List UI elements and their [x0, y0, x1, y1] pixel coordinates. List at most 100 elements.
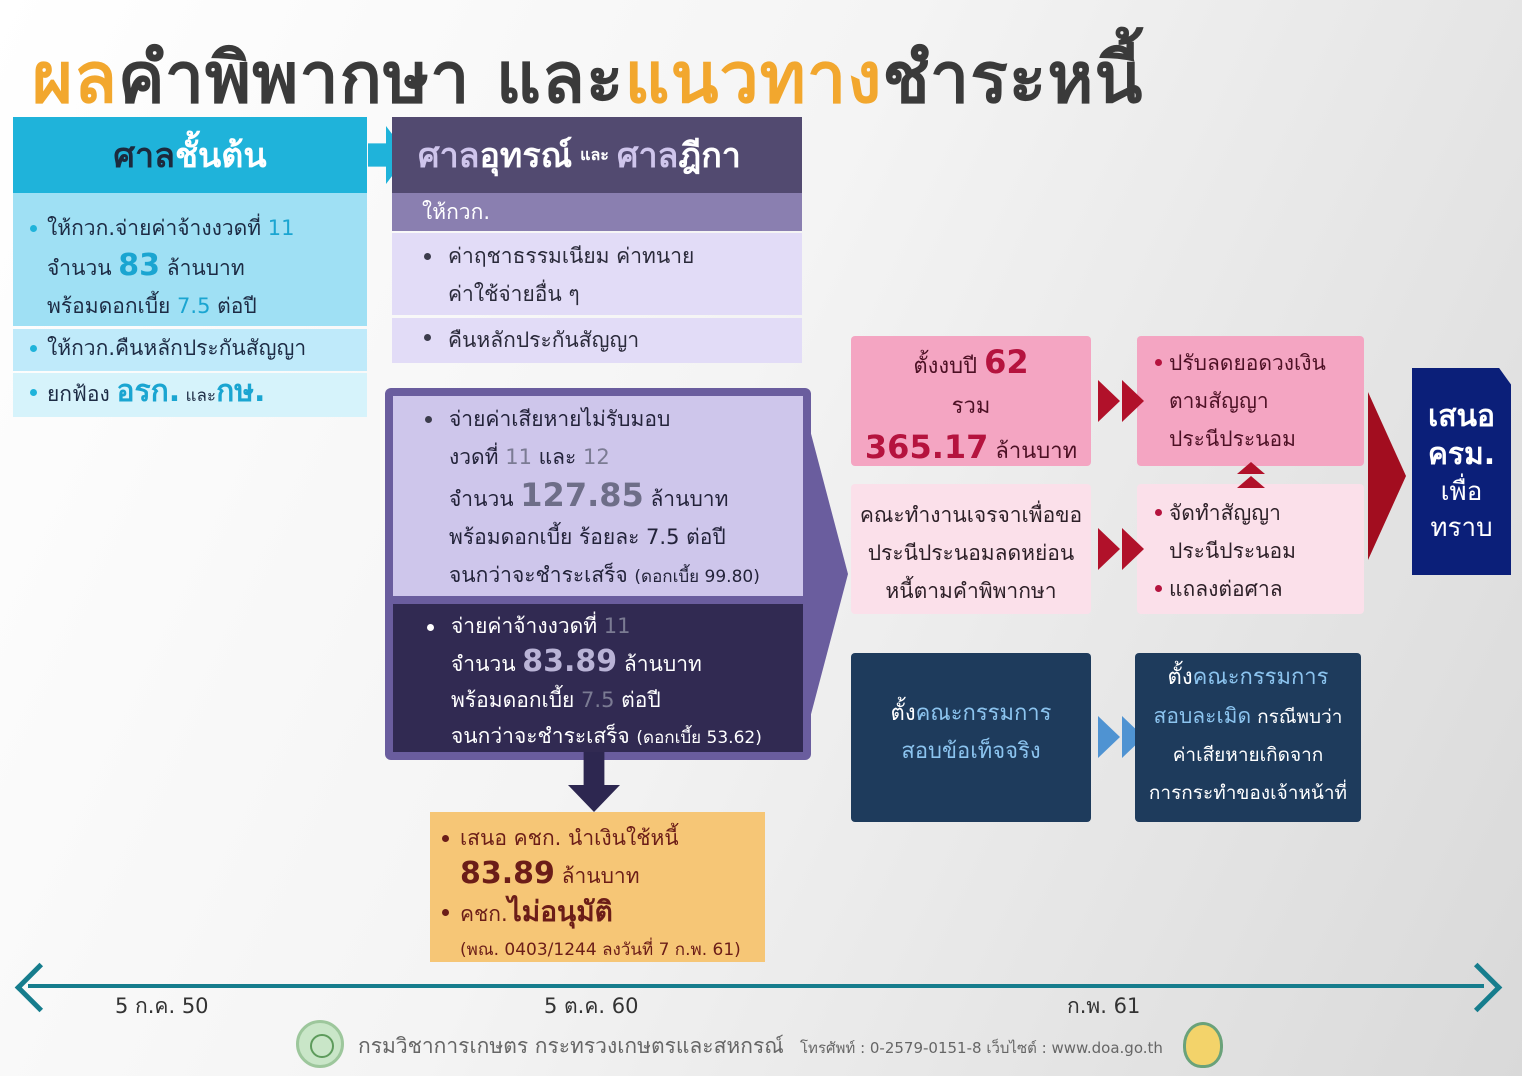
wages-box: จ่ายค่าจ้างงวดที่ 11 จำนวน 83.89 ล้านบาท…: [393, 604, 803, 752]
text: กษ.: [216, 374, 266, 409]
budget-box: ตั้งงบปี 62 รวม 365.17 ล้านบาท: [851, 336, 1091, 466]
text: ไม่อนุมัติ: [507, 895, 613, 928]
chevron-right-icon: [1098, 380, 1120, 422]
text: ประนีประนอมลดหย่อน: [867, 541, 1075, 565]
lower-court-item-3: ยกฟ้อง อรก. และกษ.: [13, 373, 367, 417]
title-part1: ผล: [32, 37, 118, 119]
text: กรณีพบว่า: [1251, 706, 1343, 728]
title-part4: ชำระหนี้: [882, 37, 1144, 119]
text: ค่าฤชาธรรมเนียม ค่าทนาย: [424, 237, 802, 275]
text: และ: [580, 144, 609, 164]
timeline-line: [28, 984, 1484, 988]
timeline-date-2: 5 ต.ค. 60: [544, 994, 639, 1018]
text: อรก.: [116, 374, 181, 409]
text: ต่อปี: [614, 688, 661, 712]
chevron-right-icon: [1098, 528, 1120, 570]
text: 7.5: [581, 688, 615, 712]
text: และ: [531, 445, 583, 469]
text: ศาล: [418, 136, 480, 176]
appeal-court-subheader: ให้กวก.: [392, 193, 802, 231]
text: จนกว่าจะชำระเสร็จ: [449, 563, 635, 587]
text: ให้กวก.จ่ายค่าจ้างงวดที่: [47, 216, 268, 240]
text: จนกว่าจะชำระเสร็จ: [451, 724, 637, 748]
appeal-court-item-2: คืนหลักประกันสัญญา: [392, 318, 802, 363]
text: (ดอกเบี้ย 99.80): [634, 567, 760, 587]
amount: 83.89: [460, 856, 555, 891]
lower-court-item-2: ให้กวก.คืนหลักประกันสัญญา: [13, 329, 367, 371]
lower-court-item-1: ให้กวก.จ่ายค่าจ้างงวดที่ 11 จำนวน 83 ล้า…: [13, 193, 367, 326]
timeline-date-3: ก.พ. 61: [1067, 994, 1141, 1018]
text: ค่าเสียหายเกิดจาก: [1172, 744, 1324, 766]
lower-court-header: ศาลชั้นต้น: [13, 117, 367, 193]
text: จ่ายค่าจ้างงวดที่: [451, 614, 604, 638]
text: ให้กวก.คืนหลักประกันสัญญา: [30, 329, 367, 367]
text: ศาล: [616, 136, 679, 176]
text: คณะทำงานเจรจาเพื่อขอ: [859, 503, 1083, 527]
arrow-right-icon: [1452, 962, 1503, 1013]
text: สอบข้อเท็จจริง: [901, 739, 1041, 764]
text: ตั้ง: [890, 701, 916, 726]
text: ล้านบาท: [617, 652, 702, 676]
text: (ดอกเบี้ย 53.62): [636, 728, 762, 748]
violation-committee-box: ตั้งคณะกรรมการ สอบละเมิด กรณีพบว่า ค่าเส…: [1135, 653, 1361, 822]
text: ฎีกา: [678, 136, 741, 176]
text: เพื่อ: [1440, 477, 1483, 507]
title-part3: แนวทาง: [624, 37, 883, 119]
amount: 83.89: [522, 644, 618, 679]
text: 62: [984, 343, 1029, 381]
text: ยกฟ้อง: [47, 382, 117, 406]
amount: 83: [118, 248, 161, 283]
text: หนี้ตามคำพิพากษา: [885, 579, 1057, 603]
negotiation-committee-box: คณะทำงานเจรจาเพื่อขอ ประนีประนอมลดหย่อน …: [851, 484, 1091, 614]
chevron-up-icon: [1237, 476, 1265, 488]
text: จำนวน: [451, 652, 523, 676]
text: จำนวน: [449, 487, 521, 511]
cabinet-box: เสนอ ครม. เพื่อ ทราบ: [1412, 368, 1511, 575]
text: จ่ายค่าเสียหายไม่รับมอบ: [425, 400, 803, 438]
text: 11: [267, 216, 295, 240]
text: 11: [603, 614, 631, 638]
text: การกระทำของเจ้าหน้าที่: [1148, 782, 1348, 804]
text: งวดที่: [449, 445, 506, 469]
text: คืนหลักประกันสัญญา: [424, 318, 802, 363]
rate: 7.5: [177, 294, 211, 318]
text: ค่าใช้จ่ายอื่น ๆ: [448, 282, 580, 306]
title-part2: คำพิพากษา และ: [117, 37, 625, 119]
text: จำนวน: [47, 256, 119, 280]
lower-court-header-b: ชั้นต้น: [174, 136, 267, 176]
text: ตามสัญญา: [1169, 389, 1269, 413]
text: อุทรณ์: [479, 136, 573, 176]
timeline-date-1: 5 ก.ค. 50: [115, 994, 209, 1018]
text: ปรับลดยอดวงเงิน: [1155, 344, 1364, 382]
text: ล้านบาท: [160, 256, 245, 280]
text: ตั้งงบปี: [913, 354, 985, 379]
text: เสนอ: [1427, 399, 1496, 434]
text: ประนีประนอม: [1169, 427, 1296, 451]
text: ตั้ง: [1167, 665, 1193, 690]
text: 12: [582, 445, 610, 469]
fact-committee-box: ตั้งคณะกรรมการ สอบข้อเท็จจริง: [851, 653, 1091, 822]
damages-box: จ่ายค่าเสียหายไม่รับมอบ งวดที่ 11 และ 12…: [393, 396, 803, 596]
judgment-wedge: [800, 392, 848, 756]
text: ล้านบาท: [988, 439, 1078, 464]
lower-court-header-a: ศาล: [113, 136, 175, 176]
text: 11: [505, 445, 532, 469]
text: ครม.: [1427, 437, 1496, 472]
doa-logo: [296, 1020, 344, 1068]
text: คณะกรรมการ: [915, 701, 1052, 726]
down-arrow-icon: [568, 752, 620, 812]
chevron-right-icon: [1098, 716, 1120, 758]
text: เสนอ คชก. นำเงินใช้หนี้: [442, 820, 765, 856]
appeal-court-header: ศาลอุทรณ์และศาลฎีกา: [392, 117, 802, 193]
text: พร้อมดอกเบี้ย: [451, 688, 582, 712]
contract-box: จัดทำสัญญา ประนีประนอม แถลงต่อศาล: [1137, 484, 1364, 614]
text: จัดทำสัญญา: [1155, 494, 1364, 532]
text: (พณ. 0403/1244 ลงวันที่ 7 ก.พ. 61): [460, 940, 741, 960]
arrow-left-icon: [14, 962, 65, 1013]
text: รวม: [951, 394, 991, 419]
footer-contact: โทรศัพท์ : 0-2579-0151-8 เว็บไซต์ : www.…: [800, 1039, 1163, 1057]
proposal-box: เสนอ คชก. นำเงินใช้หนี้ 83.89 ล้านบาท คช…: [430, 812, 765, 962]
adjust-box: ปรับลดยอดวงเงิน ตามสัญญา ประนีประนอม: [1137, 336, 1364, 466]
footer-org: กรมวิชาการเกษตร กระทรวงเกษตรและสหกรณ์: [358, 1034, 784, 1058]
ministry-logo: [1183, 1022, 1223, 1068]
